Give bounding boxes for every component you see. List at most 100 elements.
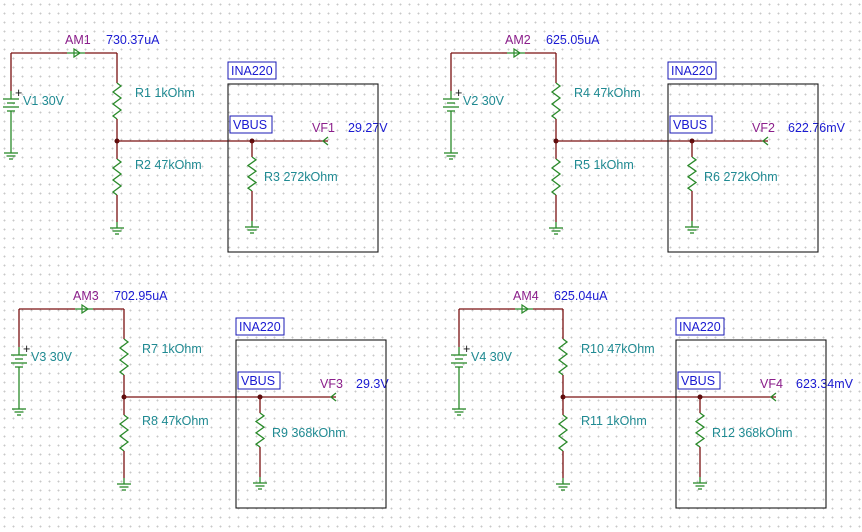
resistor-load[interactable] [686,156,698,192]
ammeter-arrow-icon [521,303,530,315]
resistor-top[interactable] [550,82,562,120]
ammeter-icon[interactable] [507,47,525,59]
ic-name: INA220 [671,64,713,78]
pin-tag [237,371,281,390]
pin-tag [677,371,721,390]
resistor-bottom-label: R5 1kOhm [574,158,634,172]
plus-sign-icon: + [455,86,462,100]
ground-icon [245,221,259,234]
resistor-top[interactable] [111,82,123,120]
ground-icon [549,222,563,235]
ic-tag [235,317,285,336]
pin-name: VBUS [241,374,275,388]
resistor-top-label: R1 1kOhm [135,86,195,100]
pin-name: VBUS [673,118,707,132]
ground-icon [685,221,699,234]
ammeter-reading: 625.05uA [546,33,600,47]
pin-name: VBUS [681,374,715,388]
ground-icon [4,147,18,160]
ammeter-reading: 702.95uA [114,289,168,303]
resistor-top-label: R7 1kOhm [142,342,202,356]
ammeter-arrow-icon [513,47,522,59]
voltmeter-name: VF4 [760,377,783,391]
ic-tag [667,61,717,80]
plus-sign-icon: + [463,342,470,356]
ammeter-reading: 730.37uA [106,33,160,47]
voltmeter-probe-icon[interactable] [769,392,777,402]
voltmeter-probe-icon[interactable] [761,136,769,146]
resistor-top-label: R4 47kOhm [574,86,641,100]
ground-icon [117,478,131,491]
pin-name: VBUS [233,118,267,132]
ground-icon [452,403,466,416]
resistor-load-label: R12 368kOhm [712,426,793,440]
ground-icon [693,477,707,490]
ground-icon [253,477,267,490]
source-label: V1 30V [23,94,65,108]
resistor-load[interactable] [694,412,706,448]
resistor-load[interactable] [254,412,266,448]
battery-icon[interactable]: + [451,342,470,375]
resistor-bottom-label: R2 47kOhm [135,158,202,172]
resistor-top-label: R10 47kOhm [581,342,655,356]
resistor-load-label: R6 272kOhm [704,170,778,184]
ammeter-name: AM1 [65,33,91,47]
voltmeter-reading: 29.27V [348,121,388,135]
ammeter-name: AM4 [513,289,539,303]
circuit-1: +V1 30V AM1 730.37uA R1 1kOhm R2 47kOhm VF1 29… [3,33,388,253]
voltmeter-probe-icon[interactable] [321,136,329,146]
voltmeter-probe-icon[interactable] [329,392,337,402]
battery-icon[interactable]: + [443,86,462,119]
ic-outline[interactable] [235,339,387,509]
ammeter-icon[interactable] [515,303,533,315]
resistor-load-label: R3 272kOhm [264,170,338,184]
ic-outline[interactable] [675,339,827,509]
resistor-bottom[interactable] [550,158,562,196]
ic-name: INA220 [679,320,721,334]
plus-sign-icon: + [23,342,30,356]
voltmeter-reading: 29.3V [356,377,389,391]
ammeter-icon[interactable] [75,303,93,315]
ammeter-icon[interactable] [67,47,85,59]
resistor-bottom-label: R8 47kOhm [142,414,209,428]
pin-tag [669,115,713,134]
ic-outline[interactable] [667,83,819,253]
ammeter-name: AM3 [73,289,99,303]
ground-icon [110,222,124,235]
ammeter-reading: 625.04uA [554,289,608,303]
ammeter-arrow-icon [73,47,82,59]
ground-icon [444,147,458,160]
source-label: V4 30V [471,350,513,364]
resistor-load[interactable] [246,156,258,192]
circuit-3: +V3 30V AM3 702.95uA R7 1kOhm R8 47kOhm VF3 29… [11,289,389,509]
voltmeter-name: VF2 [752,121,775,135]
ic-tag [227,61,277,80]
plus-sign-icon: + [15,86,22,100]
ic-outline[interactable] [227,83,379,253]
resistor-bottom[interactable] [118,414,130,452]
resistor-bottom-label: R11 1kOhm [581,414,647,428]
battery-icon[interactable]: + [3,86,22,119]
ic-name: INA220 [231,64,273,78]
ground-icon [12,403,26,416]
voltmeter-name: VF3 [320,377,343,391]
voltmeter-reading: 622.76mV [788,121,846,135]
battery-icon[interactable]: + [11,342,30,375]
resistor-load-label: R9 368kOhm [272,426,346,440]
ic-name: INA220 [239,320,281,334]
voltmeter-name: VF1 [312,121,335,135]
ground-icon [556,478,570,491]
resistor-top[interactable] [557,338,569,376]
ammeter-name: AM2 [505,33,531,47]
pin-tag [229,115,273,134]
source-label: V2 30V [463,94,505,108]
resistor-bottom[interactable] [557,414,569,452]
ic-tag [675,317,725,336]
source-label: V3 30V [31,350,73,364]
voltmeter-reading: 623.34mV [796,377,854,391]
resistor-top[interactable] [118,338,130,376]
resistor-bottom[interactable] [111,158,123,196]
ammeter-arrow-icon [81,303,90,315]
